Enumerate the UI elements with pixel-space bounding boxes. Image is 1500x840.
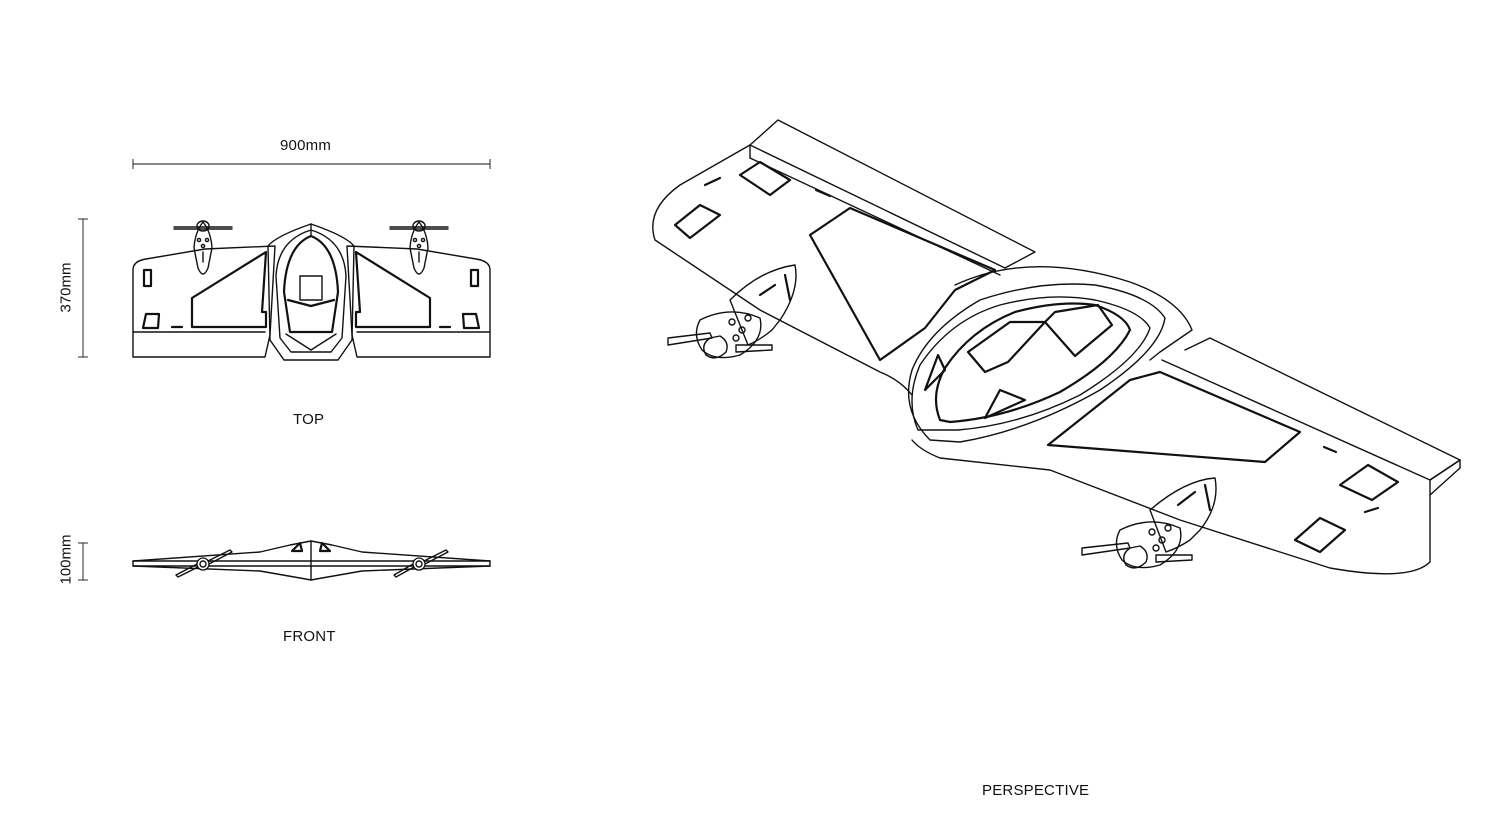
length-dimension-label: 370mm — [57, 262, 75, 313]
span-dimension-line — [132, 159, 491, 169]
height-dimension-line — [78, 542, 88, 581]
front-view-drawing — [132, 540, 491, 581]
length-dimension-line — [78, 218, 88, 358]
perspective-view-label: PERSPECTIVE — [982, 782, 1090, 799]
top-view-label: TOP — [293, 411, 325, 428]
span-dimension-label: 900mm — [280, 137, 332, 154]
perspective-view-drawing — [652, 119, 1461, 575]
front-view-label: FRONT — [283, 628, 336, 645]
top-view-drawing — [132, 220, 491, 361]
height-dimension-label: 100mm — [57, 534, 75, 585]
